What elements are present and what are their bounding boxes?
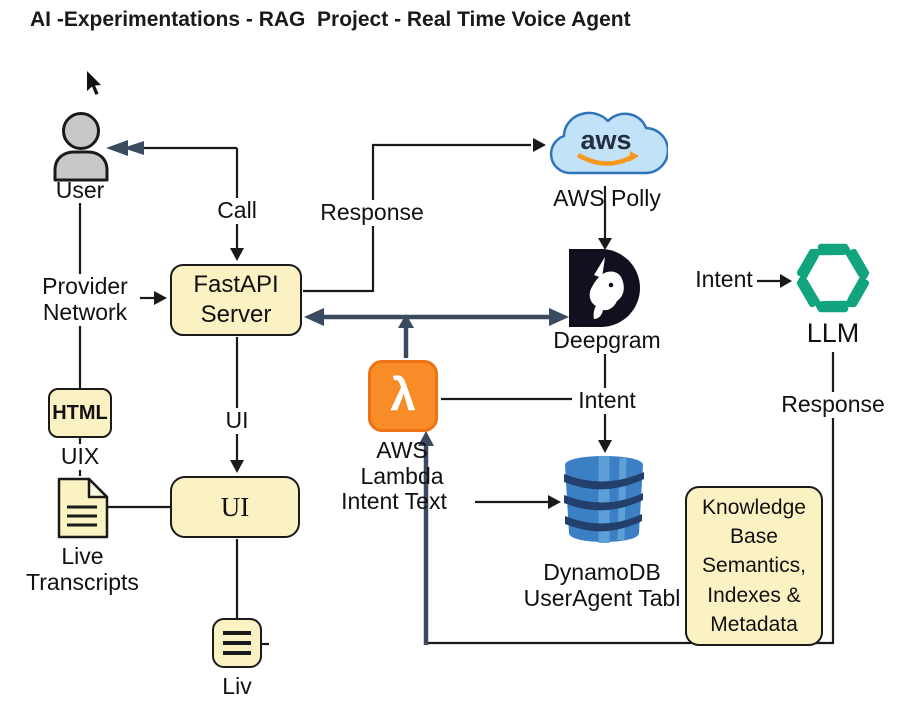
dynamodb-icon (564, 456, 644, 543)
uix-edge-label: UIX (57, 443, 103, 470)
diagram-title: AI -Experimentations - RAG Project - Rea… (30, 8, 631, 31)
openai-llm-icon (796, 243, 870, 313)
ui-node: UI (170, 476, 300, 538)
arrowhead-into-deepgram (549, 308, 569, 326)
arrowhead-fastapi-ui (230, 460, 244, 473)
user-label: User (55, 177, 105, 203)
deepgram-icon (569, 249, 640, 327)
arrowhead-intenttext-dynamo (548, 495, 561, 509)
live-transcripts-label: Live Transcripts (26, 543, 139, 595)
arrowhead-into-fastapi (304, 308, 324, 326)
arrowhead-into-user-outer (106, 140, 128, 156)
mouse-cursor-icon (87, 71, 101, 95)
provider-network-label: Provider Network (30, 273, 140, 326)
aws-smile-swoosh (576, 153, 634, 166)
arrowhead-deepgram-dynamo (598, 440, 612, 453)
dynamodb-label: DynamoDB UserAgent Tabl (523, 559, 681, 611)
slate-arrowheads (106, 140, 569, 446)
deepgram-label: Deepgram (553, 327, 661, 353)
html-node: HTML (48, 388, 112, 438)
arrowhead-call-down (230, 248, 244, 261)
knowledge-base-node: Knowledge Base Semantics, Indexes & Meta… (685, 486, 823, 646)
intent-text-edge-label: Intent Text (341, 488, 447, 514)
aws-polly-cloud-icon: aws (549, 111, 668, 175)
fastapi-server-node: FastAPI Server (170, 264, 302, 336)
aws-lambda-icon: λ (368, 360, 438, 432)
arrowhead-provider-fastapi (154, 291, 167, 305)
response-top-edge-label: Response (314, 199, 430, 226)
liv-bar (223, 631, 251, 635)
ui-edge-label: UI (220, 407, 254, 434)
call-edge-label: Call (208, 197, 266, 224)
arrowhead-into-user-inner (123, 141, 144, 155)
black-arrowheads (154, 138, 792, 509)
user-icon (53, 112, 109, 182)
arrowhead-polly-deepgram (598, 238, 612, 250)
arrowhead-return-lambda (418, 431, 434, 446)
llm-label: LLM (806, 318, 860, 348)
liv-bar (223, 641, 251, 645)
intent-llm-edge-label: Intent (695, 266, 753, 292)
connector-llm-response-return (426, 352, 835, 645)
aws-lambda-label: AWS Lambda (360, 437, 444, 489)
liv-bar (223, 651, 251, 655)
intent-mid-edge-label: Intent (574, 387, 640, 414)
arrowhead-intent-llm (780, 274, 792, 288)
live-transcripts-doc-icon (57, 477, 109, 539)
aws-logo-text: aws (580, 125, 631, 155)
response-right-edge-label: Response (768, 391, 898, 418)
aws-polly-label: AWS Polly (553, 185, 661, 211)
arrowhead-response-polly (533, 138, 546, 152)
liv-list-icon (212, 618, 262, 668)
liv-label: Liv (222, 673, 252, 699)
arrowhead-lambda-up (398, 314, 414, 328)
